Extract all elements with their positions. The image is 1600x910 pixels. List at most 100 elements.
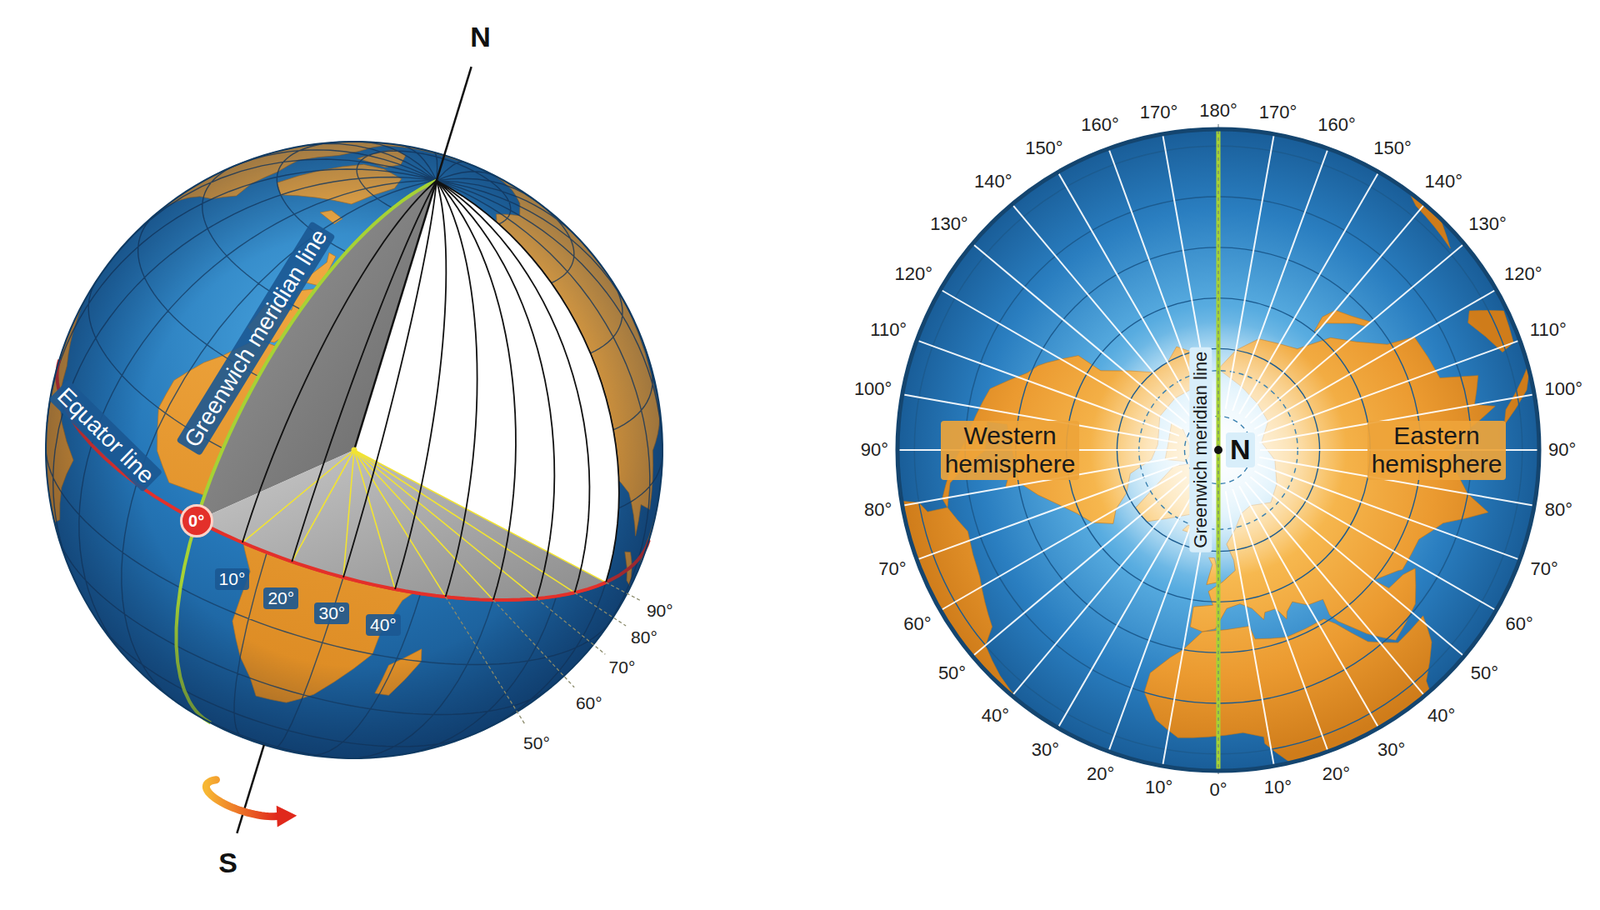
meridian-arc	[395, 180, 446, 590]
longitude-label: 150°	[1371, 136, 1414, 160]
meridian-line	[972, 476, 1187, 656]
longitude-label: 50°	[521, 732, 552, 755]
longitude-label: 20°	[1320, 762, 1352, 785]
longitude-label: 160°	[1079, 113, 1121, 136]
graticule	[0, 65, 740, 835]
globe-rim	[897, 129, 1540, 771]
meridian-label: Greenwich meridian line	[1190, 347, 1213, 553]
longitude-label: 90°	[1546, 438, 1578, 461]
meridian-line	[1225, 134, 1275, 410]
meridian-arc	[436, 180, 516, 600]
longitude-label: 160°	[1315, 113, 1358, 136]
meridian-line	[940, 470, 1183, 610]
equator-line	[196, 520, 607, 600]
left-globe	[0, 65, 740, 835]
meridian-line	[1232, 148, 1329, 411]
longitude-label: 180°	[1197, 99, 1240, 122]
meridian-line	[1012, 204, 1192, 419]
meridian-line	[1232, 489, 1329, 752]
longitude-label: 60°	[901, 612, 933, 635]
longitude-label: 40°	[365, 614, 401, 636]
meridian-line	[1239, 485, 1379, 728]
axis-line	[236, 745, 264, 834]
meridian-arc	[436, 180, 555, 600]
pole-label: S	[216, 845, 240, 880]
longitude-label: 120°	[893, 262, 935, 285]
meridian-line	[1250, 476, 1465, 656]
pole-label: N	[468, 20, 493, 55]
leader-line	[445, 596, 526, 725]
longitude-label: 100°	[852, 377, 895, 400]
longitude-label: 40°	[980, 704, 1011, 727]
longitude-label: 10°	[1262, 775, 1294, 799]
hemisphere-label: Eastern hemisphere	[1367, 420, 1507, 480]
longitude-label: 140°	[1422, 170, 1465, 193]
longitude-label: 70°	[1528, 557, 1560, 580]
meridian-line	[1245, 481, 1425, 696]
meridian-line	[1245, 204, 1425, 419]
longitude-label: 30°	[314, 602, 350, 625]
cutaway	[193, 142, 705, 652]
hemisphere-label: Western hemisphere	[940, 420, 1080, 480]
center-point	[351, 447, 358, 454]
longitude-label: 30°	[1030, 738, 1061, 761]
meridian-arc	[436, 180, 478, 597]
leader-line	[605, 582, 641, 601]
meridian-line	[1254, 290, 1496, 430]
longitude-label: 0°	[1207, 778, 1229, 801]
longitude-label: 10°	[215, 568, 250, 590]
pole-dot	[1214, 445, 1223, 455]
longitude-label: 170°	[1138, 100, 1180, 124]
longitude-label: 140°	[972, 170, 1015, 193]
meridian-line	[1250, 244, 1465, 424]
longitude-label: 100°	[1543, 377, 1585, 400]
longitude-label: 50°	[936, 661, 968, 685]
longitude-label: 20°	[1085, 762, 1116, 785]
rotation-arrow	[205, 780, 277, 817]
meridian-arc	[343, 180, 437, 578]
meridian-arc	[436, 180, 620, 583]
leader-line	[536, 598, 605, 655]
longitude-label: 130°	[1466, 212, 1509, 235]
longitude-label: 150°	[1023, 136, 1065, 160]
longitude-label: 60°	[574, 692, 605, 715]
longitude-label: 20°	[263, 587, 299, 610]
longitude-label: 40°	[1425, 704, 1457, 727]
longitude-label: 90°	[645, 600, 675, 622]
globe-outline	[0, 65, 740, 835]
meridian-arc	[436, 180, 590, 593]
meridian-line	[1012, 481, 1192, 696]
longitude-label: 80°	[862, 498, 894, 521]
longitude-label: 30°	[1375, 738, 1407, 761]
longitude-label: 70°	[607, 656, 638, 679]
equator-plane	[196, 450, 607, 600]
limb-shade	[0, 65, 740, 835]
longitude-label: 110°	[1528, 318, 1569, 341]
ocean	[0, 65, 740, 835]
label-leaders	[445, 582, 641, 725]
degree-marker-text: 0°	[188, 511, 205, 530]
meridian-line	[972, 244, 1187, 424]
longitude-label: 120°	[1502, 262, 1545, 285]
longitude-label: 80°	[1543, 498, 1575, 521]
meridian-arc	[242, 180, 437, 543]
longitude-label: 110°	[868, 318, 909, 341]
longitude-label: 60°	[1503, 612, 1535, 635]
angle-ray	[242, 450, 355, 543]
axis-line	[354, 66, 472, 450]
longitude-label: 170°	[1257, 100, 1300, 124]
globe-surface	[0, 65, 740, 835]
leader-line	[493, 600, 575, 688]
pole-label: N	[1225, 432, 1255, 467]
longitude-label: 90°	[859, 438, 890, 461]
longitude-label: 70°	[876, 557, 908, 580]
degree-marker-circle: 0°	[180, 504, 214, 538]
longitude-label: 80°	[629, 626, 660, 649]
meridian-line	[1058, 172, 1198, 415]
longitude-label: 10°	[1143, 775, 1175, 799]
rotation-arrowhead	[276, 805, 298, 828]
longitude-label: 130°	[928, 212, 970, 235]
